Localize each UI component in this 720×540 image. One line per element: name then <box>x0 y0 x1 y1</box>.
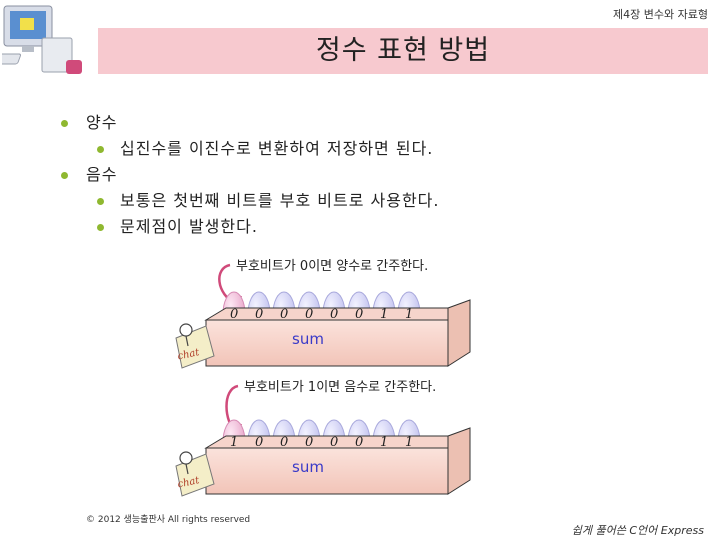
bullet-dot <box>61 120 68 127</box>
computer-icon <box>2 5 82 74</box>
figure-head <box>179 323 193 337</box>
bullet-dot <box>97 198 104 205</box>
bit-value: 0 <box>355 307 363 322</box>
bit-value: 0 <box>255 307 263 322</box>
sticker-label: chat <box>177 347 202 363</box>
title-band <box>98 28 708 74</box>
sub-bullet-item: 보통은 첫번째 비트를 부호 비트로 사용한다. <box>58 188 439 214</box>
bit-value: 0 <box>330 435 338 450</box>
book-title: 쉽게 풀어쓴 C언어 Express <box>571 524 704 537</box>
box-side <box>447 299 471 367</box>
chapter-label: 제4장 변수와 자료형 <box>613 8 708 21</box>
figure-body <box>185 463 189 475</box>
bullet-list: 양수 십진수를 이진수로 변환하여 저장하면 된다. 음수 보통은 첫번째 비트… <box>58 110 439 240</box>
bit-value: 1 <box>405 435 413 450</box>
bullet-dot <box>61 172 68 179</box>
bit-value: 0 <box>305 435 313 450</box>
bullet-text: 보통은 첫번째 비트를 부호 비트로 사용한다. <box>120 191 440 210</box>
bullet-text: 문제점이 발생한다. <box>120 217 258 236</box>
bit-value: 0 <box>255 435 263 450</box>
figure-head <box>179 451 193 465</box>
bit-value: 0 <box>230 307 238 322</box>
bullet-item: 양수 <box>58 110 439 136</box>
diagram-caption: 부호비트가 0이면 양수로 간주한다. <box>236 259 428 274</box>
bit-value: 1 <box>230 435 238 450</box>
sub-bullet-item: 문제점이 발생한다. <box>58 214 439 240</box>
bullet-text: 양수 <box>86 113 118 132</box>
sub-bullet-item: 십진수를 이진수로 변환하여 저장하면 된다. <box>58 136 439 162</box>
positive-diagram: 부호비트가 0이면 양수로 간주한다. 0 0 0 0 0 0 1 1 sum chat <box>175 259 471 369</box>
copyright: © 2012 생능출판사 All rights reserved <box>86 515 251 525</box>
bit-value: 1 <box>405 307 413 322</box>
diagram-caption: 부호비트가 1이면 음수로 간주한다. <box>244 380 436 395</box>
variable-name: sum <box>292 330 324 348</box>
bit-value: 0 <box>355 435 363 450</box>
box-front <box>205 447 449 495</box>
bullet-text: 음수 <box>86 165 118 184</box>
slide-title: 정수 표현 방법 <box>315 35 491 66</box>
box-front <box>205 319 449 367</box>
bit-value: 0 <box>280 307 288 322</box>
bullet-dot <box>97 146 104 153</box>
box-side <box>447 427 471 495</box>
bit-value: 1 <box>380 435 388 450</box>
bullet-dot <box>97 224 104 231</box>
bit-value: 0 <box>280 435 288 450</box>
sticker-label: chat <box>177 475 202 491</box>
bullet-item: 음수 <box>58 162 439 188</box>
bit-value: 0 <box>330 307 338 322</box>
bit-value: 0 <box>305 307 313 322</box>
variable-name: sum <box>292 458 324 476</box>
figure-body <box>185 335 189 347</box>
bullet-text: 십진수를 이진수로 변환하여 저장하면 된다. <box>120 139 434 158</box>
bit-value: 1 <box>380 307 388 322</box>
negative-diagram: 부호비트가 1이면 음수로 간주한다. 1 0 0 0 0 0 1 1 sum chat <box>175 380 471 497</box>
